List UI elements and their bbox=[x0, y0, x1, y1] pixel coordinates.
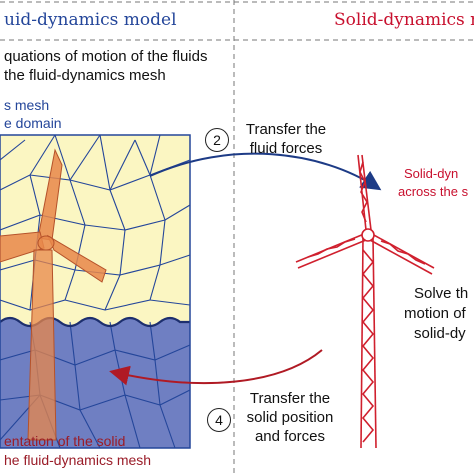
mesh-text-line2: e domain bbox=[4, 115, 62, 131]
representation-text-line2: he fluid-dynamics mesh bbox=[4, 452, 152, 468]
fluid-mesh bbox=[0, 134, 191, 449]
water-surface bbox=[0, 316, 190, 328]
mesh-border bbox=[0, 134, 191, 449]
step-2-badge: 2 bbox=[205, 128, 229, 152]
immersed-hub bbox=[37, 235, 55, 251]
step-4-text-line3: and forces bbox=[254, 428, 326, 445]
transfer-fluid-forces-arrow bbox=[149, 152, 382, 191]
step-4-text-line1: Transfer the bbox=[249, 390, 331, 407]
solve-text-line3: solid-dy bbox=[414, 325, 466, 342]
step-4-badge: 4 bbox=[207, 408, 231, 432]
solid-model-title: Solid-dynamics m bbox=[334, 10, 474, 30]
step-4-text-line2: solid position bbox=[246, 409, 334, 426]
immersed-turbine bbox=[0, 148, 107, 441]
step-2-text-line2: fluid forces bbox=[249, 140, 323, 157]
fluid-model-title: uid-dynamics model bbox=[4, 10, 177, 30]
solid-distrib-line1: Solid-dyn bbox=[404, 166, 459, 181]
solid-distrib-line2: across the s bbox=[398, 184, 469, 199]
solve-text-line2: motion of bbox=[404, 305, 466, 322]
solve-text-line1: Solve th bbox=[414, 285, 469, 302]
mesh-text-line1: s mesh bbox=[4, 97, 50, 113]
transfer-solid-position-arrow bbox=[109, 349, 323, 386]
equations-text-line1: quations of motion of the fluids bbox=[4, 48, 208, 65]
lattice-turbine bbox=[295, 154, 435, 449]
step-2-text-line1: Transfer the bbox=[245, 121, 327, 138]
representation-text-line1: entation of the solid bbox=[4, 433, 126, 449]
equations-text-line2: the fluid-dynamics mesh bbox=[4, 67, 166, 84]
